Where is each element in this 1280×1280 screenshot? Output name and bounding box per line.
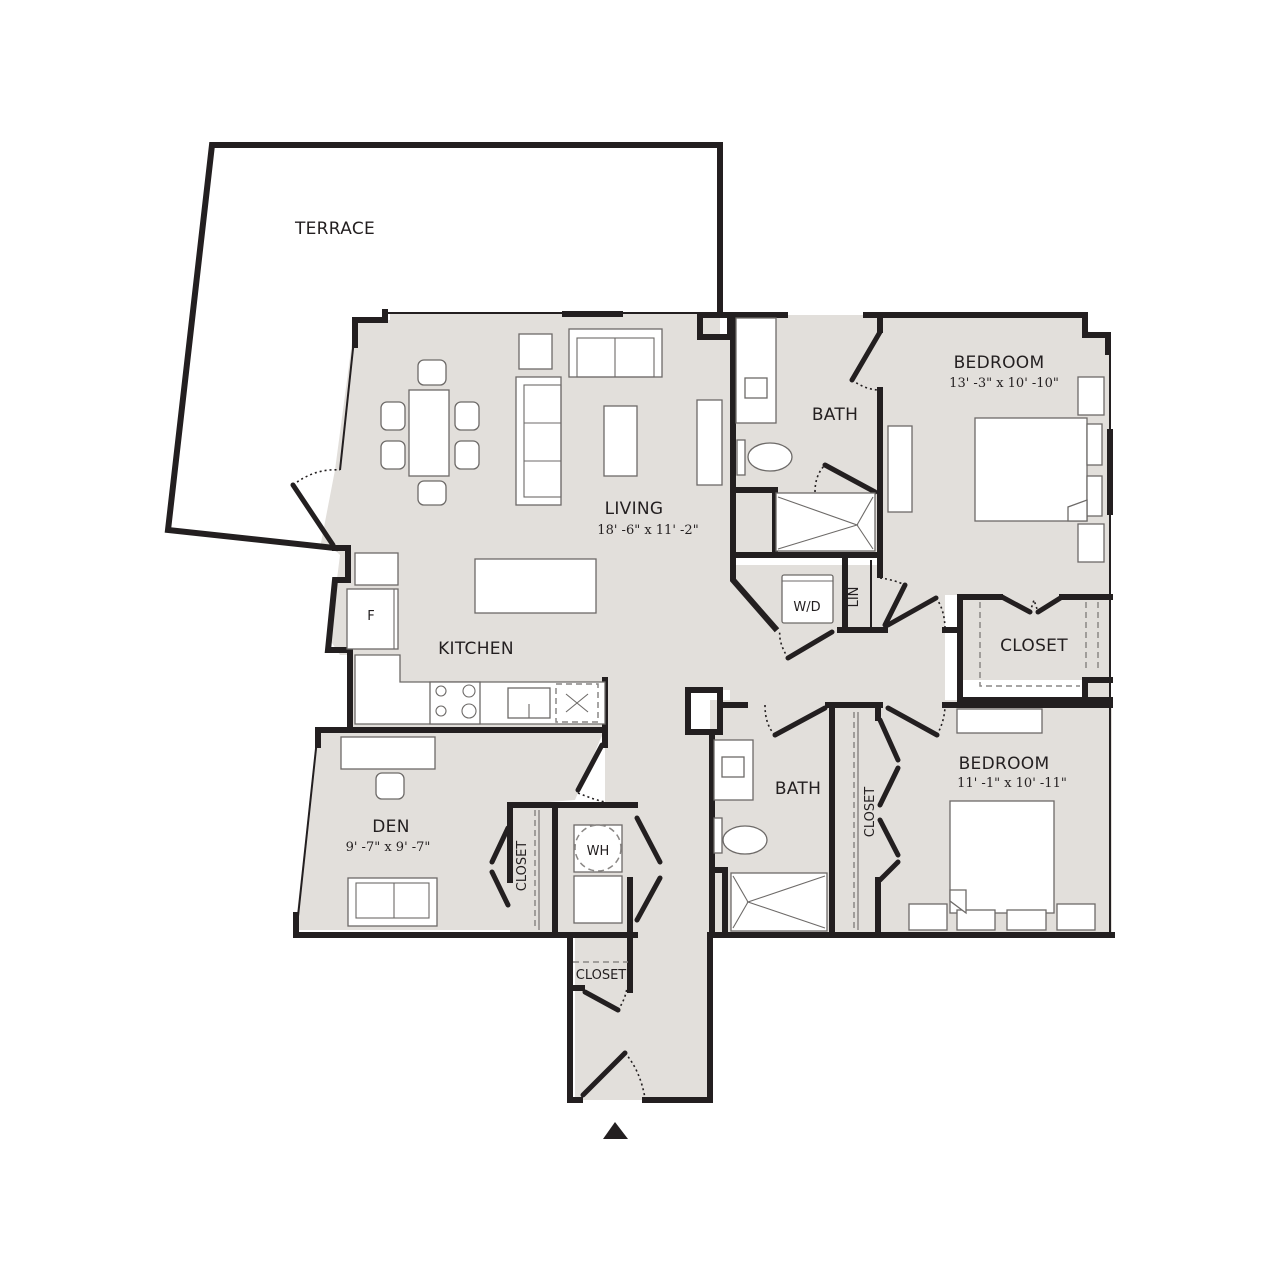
closet-den-label: CLOSET [515, 841, 530, 892]
nightstand [1077, 376, 1105, 416]
bath-primary-label: BATH [812, 405, 858, 425]
media-console [696, 399, 723, 486]
dishwasher [555, 683, 599, 723]
closet-secondary-label: CLOSET [863, 787, 878, 838]
sofa [347, 877, 438, 927]
nightstand [1077, 523, 1105, 563]
vanity [735, 317, 777, 424]
terrace-label: TERRACE [294, 219, 375, 239]
nightstand [908, 903, 948, 931]
dining-chair [380, 401, 406, 431]
storage-cabinet [573, 875, 623, 924]
entry-arrow-icon [603, 1122, 628, 1139]
bath-secondary-label: BATH [775, 779, 821, 799]
kitchen-island [474, 558, 597, 614]
pillow [1006, 909, 1047, 931]
toilet [747, 442, 793, 472]
bed [974, 417, 1088, 522]
toilet [722, 825, 768, 855]
dining-chair [417, 359, 447, 386]
shower [730, 872, 828, 932]
bedroom-secondary-dimensions: 11' -1" x 10' -11" [957, 776, 1067, 791]
dining-chair [380, 440, 406, 470]
bedroom-primary-label: BEDROOM [954, 353, 1045, 373]
closet-primary-label: CLOSET [1000, 636, 1068, 656]
dresser [887, 425, 913, 513]
fridge [346, 588, 399, 650]
den-label: DEN [372, 817, 409, 837]
toilet-tank [736, 439, 746, 476]
fridge-label: F [367, 609, 374, 624]
dining-chair [454, 440, 480, 470]
pillow [1086, 475, 1103, 517]
cooktop [429, 681, 481, 725]
bed [949, 800, 1055, 914]
dining-table [408, 389, 450, 477]
pillow [1086, 423, 1103, 466]
living-label: LIVING [605, 499, 664, 519]
kitchen-label: KITCHEN [438, 639, 514, 659]
room-labels: TERRACE LIVING 18' -6" x 11' -2" KITCHEN… [294, 219, 1068, 983]
desk [340, 736, 436, 770]
bedroom-primary-dimensions: 13' -3" x 10' -10" [949, 376, 1059, 391]
nightstand [1056, 903, 1096, 931]
coffee-table [603, 405, 638, 477]
living-dimensions: 18' -6" x 11' -2" [597, 523, 698, 538]
den-dimensions: 9' -7" x 9' -7" [346, 840, 431, 855]
bath-sink [744, 377, 768, 399]
dining-chair [417, 480, 447, 506]
pantry [354, 552, 399, 586]
linen-label: LIN [847, 587, 862, 608]
bedroom-secondary-label: BEDROOM [959, 754, 1050, 774]
pillow [956, 909, 996, 931]
walls [164, 142, 1115, 1103]
dining-chair [454, 401, 480, 431]
washer-dryer [781, 574, 834, 624]
closet-entry-label: CLOSET [576, 968, 627, 983]
side-table [518, 333, 553, 370]
sofa [515, 376, 562, 506]
dresser [956, 708, 1043, 734]
furniture: F W/D LIN [340, 317, 1105, 963]
bath-sink [721, 756, 745, 778]
toilet-tank [713, 817, 723, 854]
doors [290, 329, 1065, 1099]
washer-dryer-label: W/D [793, 600, 820, 615]
desk-chair [375, 772, 405, 800]
water-heater-label: WH [587, 844, 610, 859]
